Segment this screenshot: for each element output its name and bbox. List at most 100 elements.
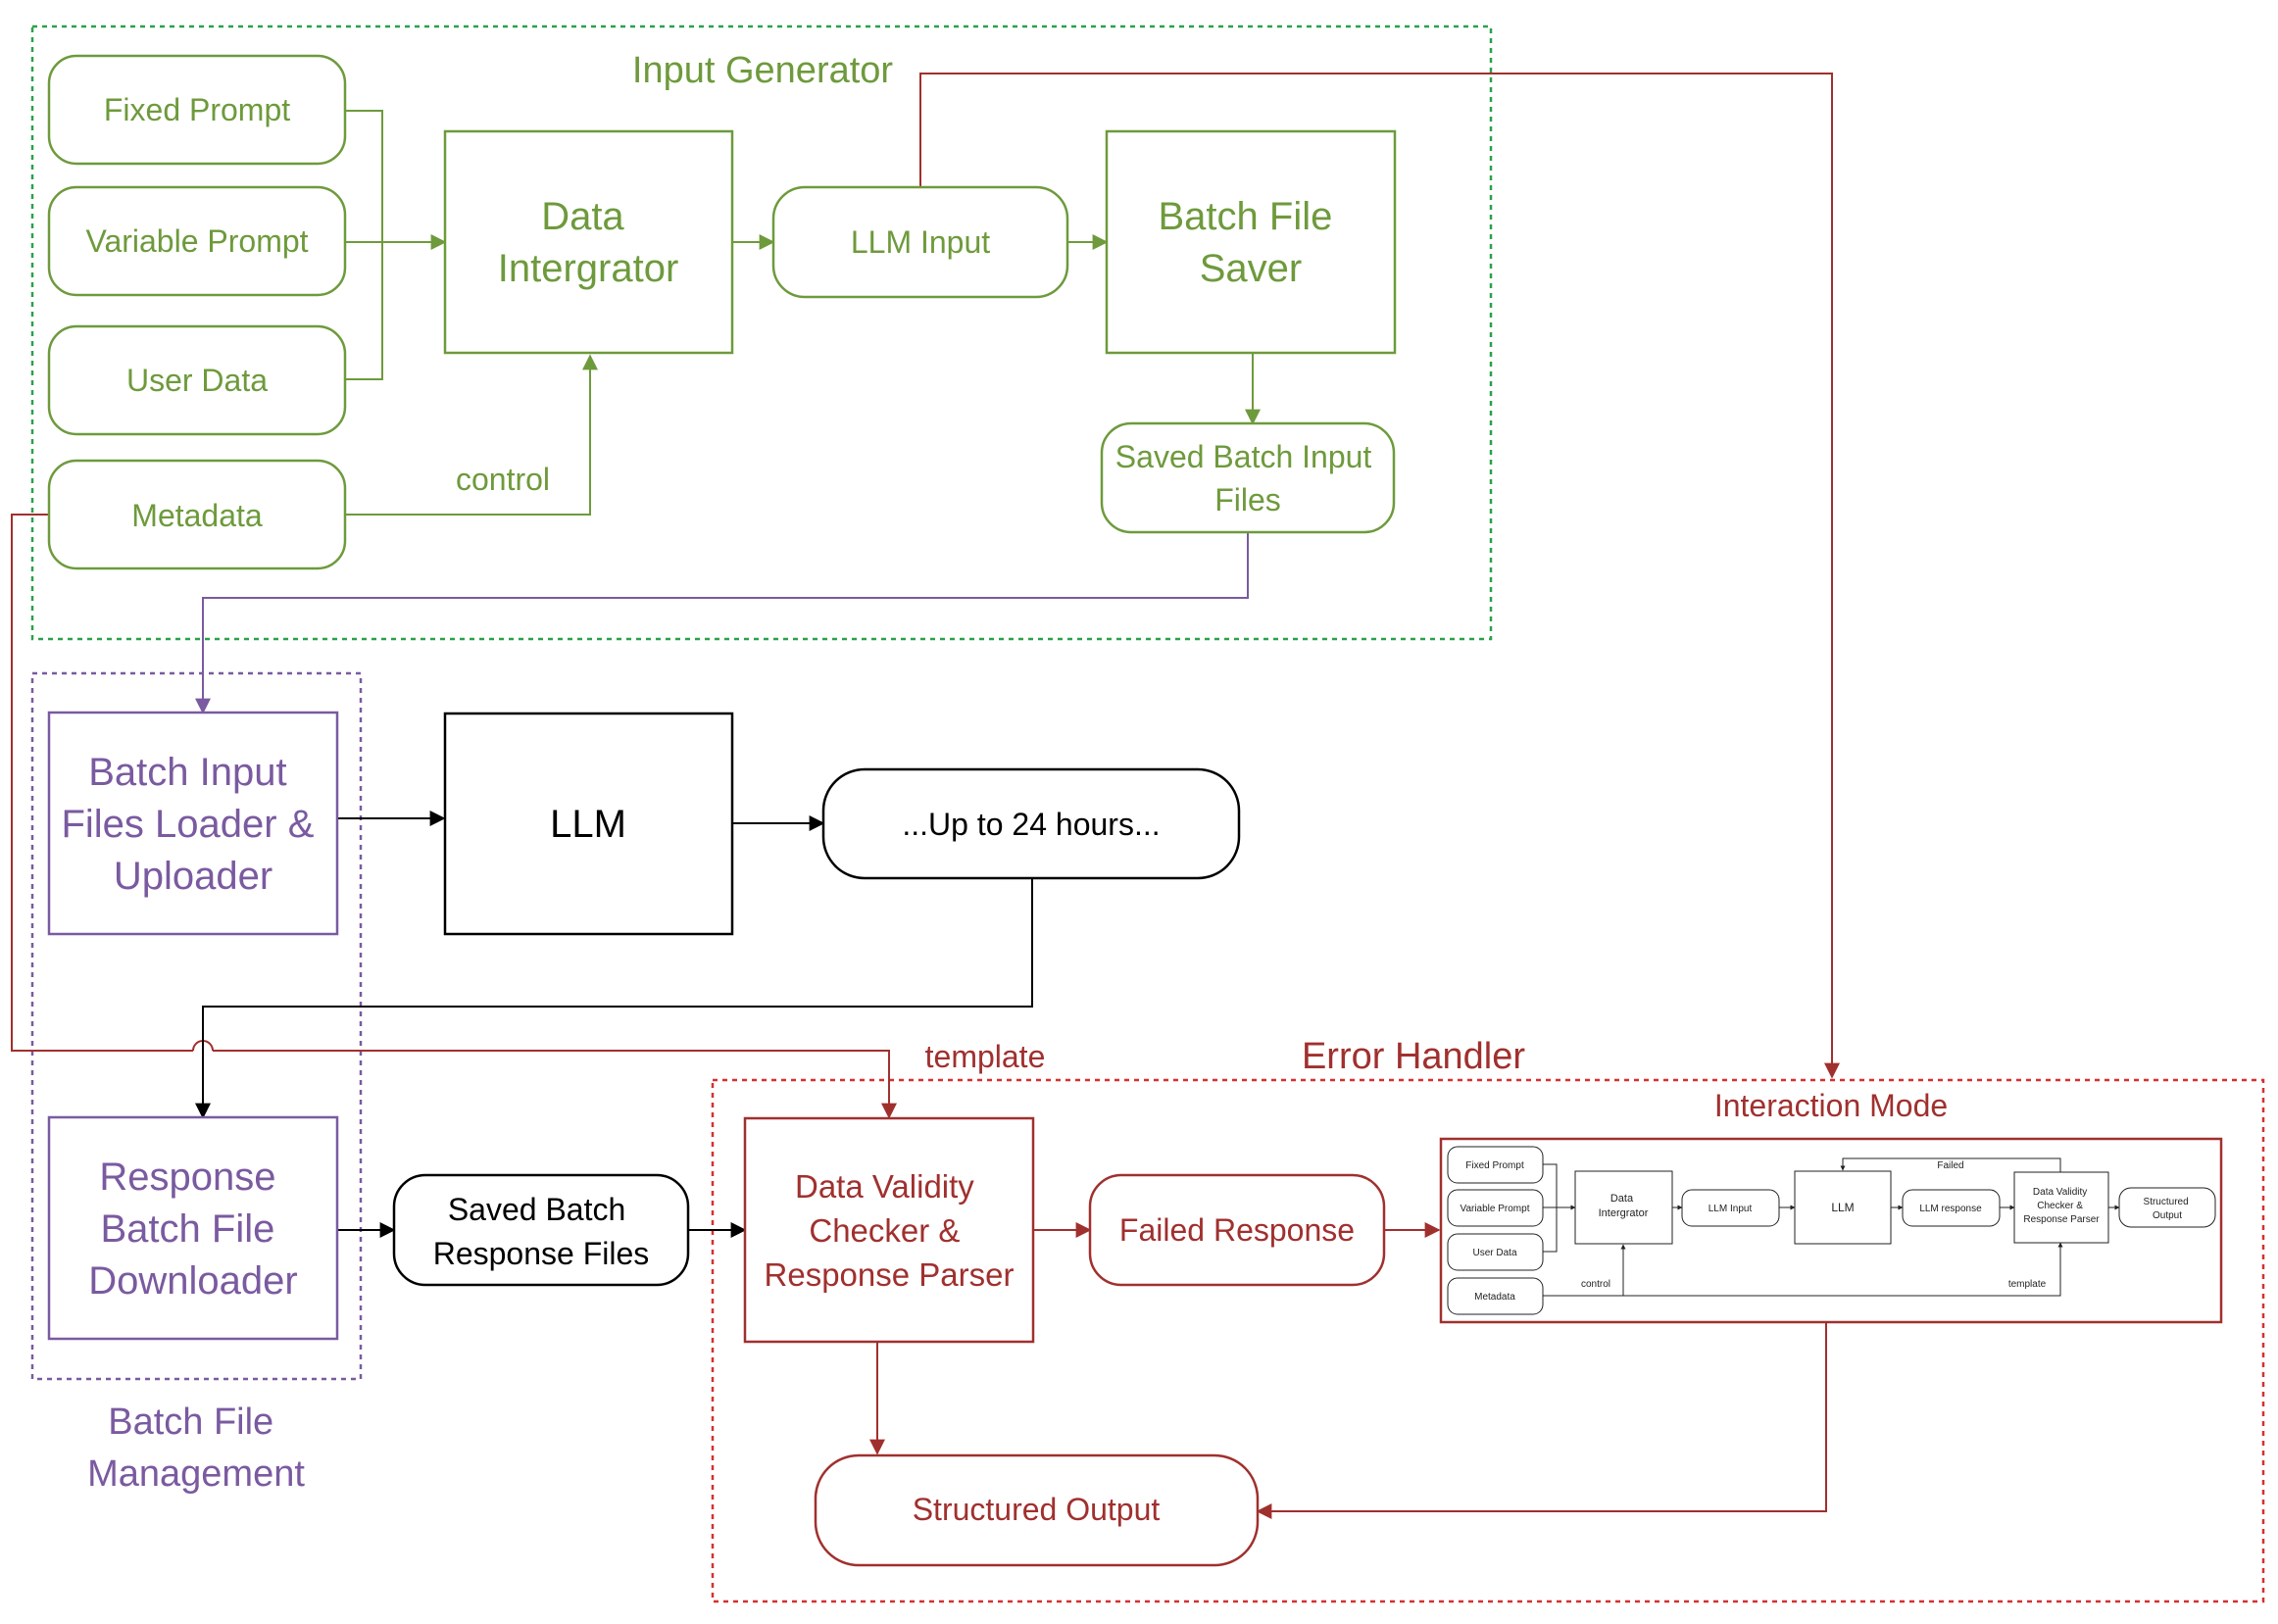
user-data-label: User Data <box>126 363 268 398</box>
fixed-prompt-node: Fixed Prompt <box>47 54 347 166</box>
llm-input-node: LLM Input <box>771 185 1069 299</box>
mini-user-data-label: User Data <box>1472 1248 1516 1258</box>
mini-data-integrator-label-line2: Intergrator <box>1599 1207 1649 1219</box>
batch-input-loader-label-line1: Batch Input <box>88 751 286 794</box>
structured-output-node: Structured Output <box>814 1453 1260 1567</box>
interaction-to-output-arrow <box>1256 1322 1827 1519</box>
response-downloader-node: Response Batch File Downloader <box>47 1115 339 1341</box>
mini-checker-label-line3: Response Parser <box>2023 1214 2100 1225</box>
mini-llm-input-node: LLM Input <box>1681 1189 1780 1227</box>
batch-input-loader-node: Batch Input Files Loader & Uploader <box>47 711 339 936</box>
metadata-control-arrow <box>345 354 598 516</box>
batch-file-saver-label: Batch File Saver <box>1159 195 1344 290</box>
interaction-mode-panel: control Failed template Fixed Prompt Var… <box>1439 1137 2223 1324</box>
input-generator-title: Input Generator <box>632 50 894 91</box>
mini-llm-response-label: LLM response <box>1919 1204 1982 1214</box>
validity-checker-label: Data Validity Checker & Response Parser <box>765 1168 1015 1293</box>
batch-file-saver-label-line2: Saver <box>1200 247 1303 290</box>
wait-label: ...Up to 24 hours... <box>902 807 1160 842</box>
mini-fixed-prompt-label: Fixed Prompt <box>1465 1160 1524 1171</box>
batch-management-frame <box>30 671 363 1381</box>
fixed-prompt-connector <box>345 110 383 380</box>
saved-batch-input-label: Saved Batch Input Files <box>1115 439 1380 517</box>
validity-checker-label-line1: Data Validity <box>795 1168 974 1205</box>
response-downloader-label-line2: Batch File <box>101 1207 275 1251</box>
input-generator-frame <box>30 25 1493 641</box>
mini-variable-prompt-node: Variable Prompt <box>1447 1189 1544 1227</box>
batch-input-loader-label-line2: Files Loader & <box>61 803 314 846</box>
mini-checker-node: Data Validity Checker & Response Parser <box>2013 1171 2109 1244</box>
mini-structured-output-node: Structured Output <box>2118 1187 2216 1228</box>
saved-batch-input-label-line2: Files <box>1214 482 1281 517</box>
data-integrator-label: Data Intergrator <box>498 195 679 290</box>
variable-prompt-label: Variable Prompt <box>85 223 308 259</box>
saved-response-label-line2: Response Files <box>433 1236 650 1271</box>
error-handler-frame <box>711 1078 2265 1603</box>
failed-response-node: Failed Response <box>1088 1173 1386 1287</box>
llm-input-to-interaction-mode-arrow <box>919 73 1840 1079</box>
data-integrator-node: Data Intergrator <box>443 129 734 355</box>
mini-checker-label: Data Validity Checker & Response Parser <box>2023 1187 2100 1225</box>
mini-template-arrow <box>1623 1242 2063 1297</box>
user-data-node: User Data <box>47 324 347 436</box>
mini-llm-label: LLM <box>1831 1201 1854 1214</box>
mini-llm-input-label: LLM Input <box>1708 1204 1753 1214</box>
validity-checker-label-line2: Checker & <box>809 1212 960 1249</box>
mini-data-integrator-label-line1: Data <box>1610 1193 1634 1205</box>
mini-user-data-node: User Data <box>1447 1233 1544 1271</box>
saved-response-node: Saved Batch Response Files <box>392 1173 690 1287</box>
batch-management-title: Batch File Management <box>87 1402 305 1495</box>
mini-data-integrator-label: Data Intergrator <box>1599 1193 1649 1219</box>
response-downloader-label-line1: Response <box>99 1156 275 1199</box>
saved-response-label-line1: Saved Batch <box>448 1192 625 1227</box>
error-handler-title: Error Handler <box>1302 1036 1525 1077</box>
metadata-template-line-a <box>11 514 193 1052</box>
data-integrator-label-line1: Data <box>541 195 624 238</box>
llm-label: LLM <box>550 803 626 846</box>
mini-fixed-prompt-node: Fixed Prompt <box>1447 1146 1544 1184</box>
saved-batch-input-label-line1: Saved Batch Input <box>1115 439 1372 474</box>
validity-checker-label-line3: Response Parser <box>765 1256 1015 1293</box>
llm-node: LLM <box>443 712 734 936</box>
llm-input-label: LLM Input <box>851 224 990 260</box>
response-downloader-label: Response Batch File Downloader <box>88 1156 297 1303</box>
mini-metadata-label: Metadata <box>1474 1292 1515 1303</box>
fixed-prompt-label: Fixed Prompt <box>104 92 290 127</box>
mini-llm-node: LLM <box>1794 1170 1892 1245</box>
mini-failed-loop-arrow <box>1840 1157 2061 1176</box>
saved-input-to-loader-arrow <box>195 532 1249 714</box>
batch-management-title-line1: Batch File <box>108 1402 273 1443</box>
mini-template-label: template <box>2008 1279 2047 1290</box>
saved-response-label: Saved Batch Response Files <box>433 1192 650 1271</box>
batch-file-saver-label-line1: Batch File <box>1159 195 1333 238</box>
validity-checker-node: Data Validity Checker & Response Parser <box>743 1116 1035 1344</box>
batch-management-title-line2: Management <box>87 1453 305 1495</box>
mini-structured-output-label: Structured Output <box>2144 1197 2192 1221</box>
mini-structured-output-label-line2: Output <box>2153 1210 2182 1221</box>
response-downloader-label-line3: Downloader <box>88 1259 297 1303</box>
interaction-mode-title: Interaction Mode <box>1714 1088 1948 1123</box>
mini-variable-prompt-label: Variable Prompt <box>1461 1204 1530 1214</box>
mini-checker-label-line2: Checker & <box>2037 1201 2083 1211</box>
metadata-label: Metadata <box>131 498 263 533</box>
variable-prompt-node: Variable Prompt <box>47 185 347 297</box>
control-label: control <box>456 462 550 497</box>
batch-input-loader-label: Batch Input Files Loader & Uploader <box>61 751 324 898</box>
mini-control-label: control <box>1581 1279 1610 1290</box>
template-label: template <box>925 1039 1046 1074</box>
mini-failed-label: Failed <box>1937 1160 1963 1171</box>
wait-node: ...Up to 24 hours... <box>821 767 1241 880</box>
mini-llm-response-node: LLM response <box>1902 1189 2001 1227</box>
mini-data-integrator-node: Data Intergrator <box>1574 1170 1673 1245</box>
batch-input-loader-label-line3: Uploader <box>114 855 272 898</box>
mini-metadata-node: Metadata <box>1447 1277 1544 1315</box>
batch-file-saver-node: Batch File Saver <box>1105 129 1397 355</box>
mini-checker-label-line1: Data Validity <box>2033 1187 2087 1198</box>
failed-response-label: Failed Response <box>1119 1212 1355 1248</box>
data-integrator-label-line2: Intergrator <box>498 247 679 290</box>
wait-to-downloader-arrow <box>195 878 1033 1119</box>
metadata-template-line-b <box>213 1050 897 1119</box>
metadata-node: Metadata <box>47 459 347 570</box>
